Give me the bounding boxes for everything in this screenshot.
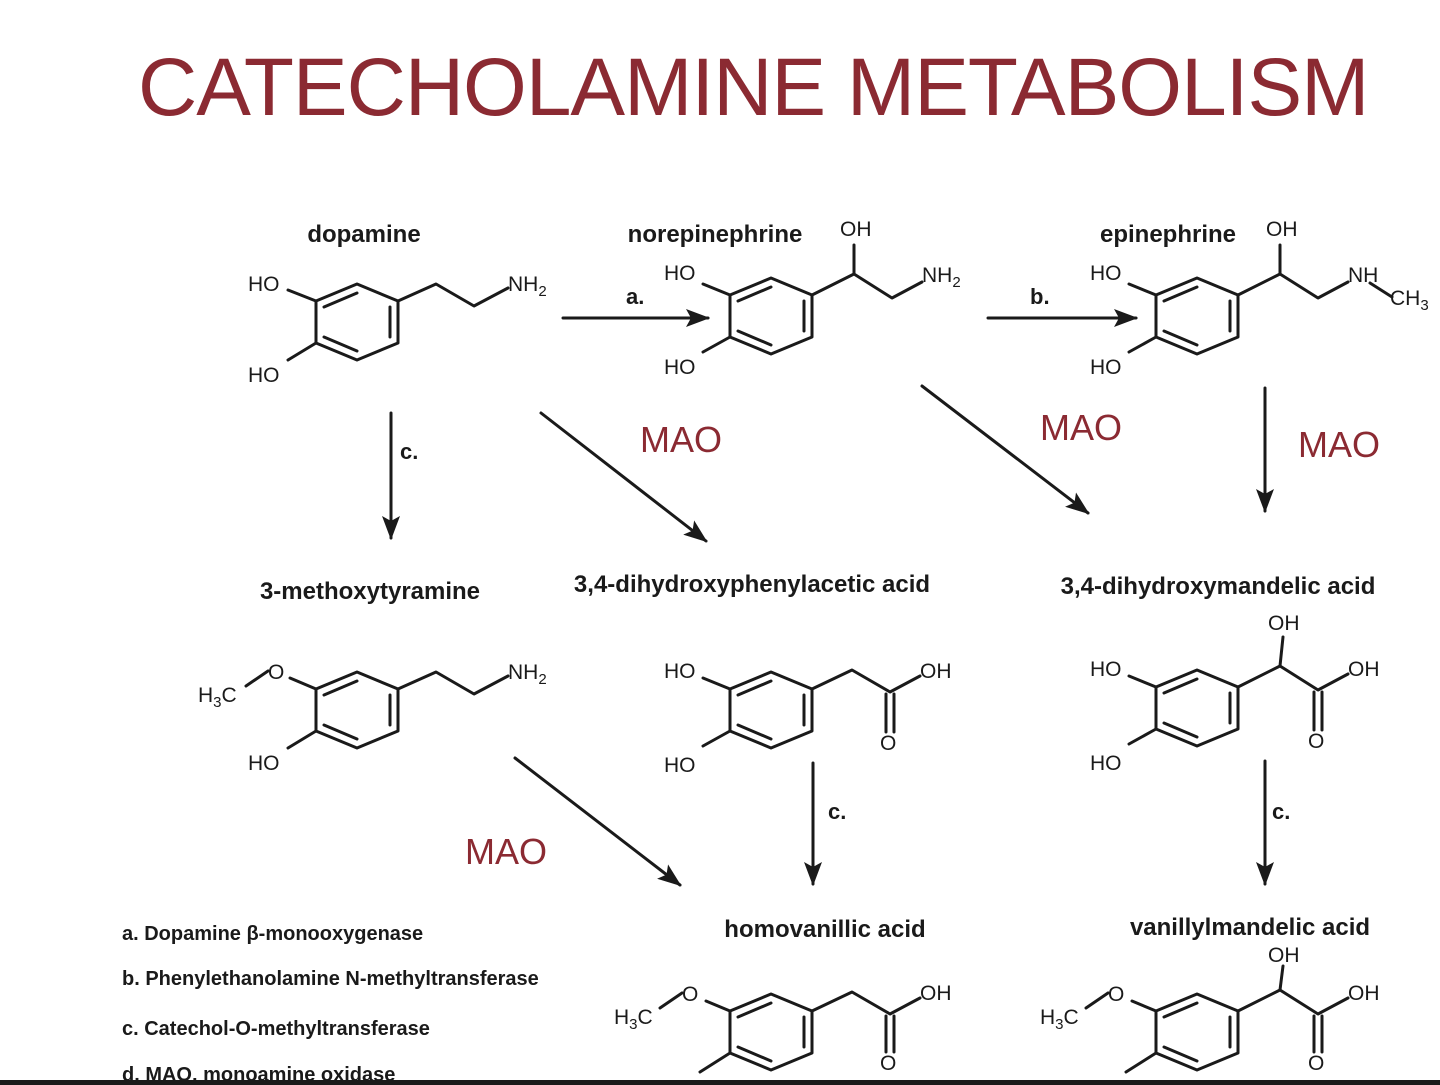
- atom-label: OH: [1348, 658, 1380, 681]
- compound-name-vanillylmandelic-acid: vanillylmandelic acid: [1130, 914, 1370, 941]
- arrow-dopamine-to-dopac: [539, 411, 708, 543]
- mao-label: MAO: [640, 419, 722, 460]
- legend-item-c: c. Catechol-O-methyltransferase: [122, 1018, 430, 1040]
- atom-label: HO: [1090, 658, 1122, 681]
- atom-label: OH: [1268, 612, 1300, 635]
- reaction-label-c: c.: [400, 439, 418, 464]
- atom-label: OH: [1348, 982, 1380, 1005]
- reaction-label-c: c.: [828, 799, 846, 824]
- arrow-norepinephrine-to-dhma: [920, 384, 1090, 515]
- reaction-label-b: b.: [1030, 284, 1050, 309]
- atom-label: HO: [248, 273, 280, 296]
- atom-label: NH: [1348, 264, 1378, 287]
- compound-name-epinephrine: epinephrine: [1100, 221, 1236, 248]
- bottom-border: [0, 1080, 1440, 1085]
- atom-label: OH: [920, 982, 952, 1005]
- mao-label: MAO: [1298, 424, 1380, 465]
- compound-name-3-methoxytyramine: 3-methoxytyramine: [260, 578, 480, 605]
- atom-label: O: [880, 1052, 896, 1075]
- atom-label: H3C: [198, 684, 237, 711]
- atom-label: H3C: [614, 1006, 653, 1033]
- slide-title: CATECHOLAMINE METABOLISM: [138, 42, 1369, 133]
- atom-label: O: [1308, 730, 1324, 753]
- atom-label: NH2: [508, 661, 547, 688]
- compound-name-dhma: 3,4-dihydroxymandelic acid: [1061, 573, 1376, 600]
- legend-item-b: b. Phenylethanolamine N-methyltransferas…: [122, 968, 539, 990]
- compound-name-homovanillic-acid: homovanillic acid: [724, 916, 925, 943]
- atom-label: HO: [1090, 752, 1122, 775]
- atom-label: HO: [664, 754, 696, 777]
- atom-label: HO: [664, 660, 696, 683]
- structure-epinephrine: [1127, 243, 1394, 356]
- compound-name-norepinephrine: norepinephrine: [628, 221, 803, 248]
- reaction-label-c: c.: [1272, 799, 1290, 824]
- compound-name-dopamine: dopamine: [307, 221, 420, 248]
- atom-label: CH3: [1390, 287, 1429, 314]
- atom-label: HO: [248, 364, 280, 387]
- atom-label: HO: [664, 262, 696, 285]
- atom-label: O: [1308, 1052, 1324, 1075]
- reaction-label-a: a.: [626, 284, 644, 309]
- atom-label: HO: [1090, 356, 1122, 379]
- atom-label: O: [268, 661, 284, 684]
- atom-label: O: [1108, 983, 1124, 1006]
- legend-item-a: a. Dopamine β-monooxygenase: [122, 923, 423, 945]
- atom-label: NH2: [508, 273, 547, 300]
- atom-label: OH: [1266, 218, 1298, 241]
- structure-norepinephrine: [701, 243, 924, 356]
- atom-label: OH: [840, 218, 872, 241]
- enzyme-legend: a. Dopamine β-monooxygenase b. Phenyleth…: [122, 923, 539, 1085]
- compound-name-dopac: 3,4-dihydroxyphenylacetic acid: [574, 571, 930, 598]
- mao-label: MAO: [465, 831, 547, 872]
- structure-homovanillic-acid: [658, 990, 922, 1074]
- atom-label: O: [682, 983, 698, 1006]
- atom-label: HO: [1090, 262, 1122, 285]
- arrow-3-methoxytyramine-to-hva: [513, 756, 682, 887]
- legend-item-d: d. MAO, monoamine oxidase: [122, 1064, 395, 1085]
- atom-label: H3C: [1040, 1006, 1079, 1033]
- atom-label: HO: [664, 356, 696, 379]
- atom-label: OH: [920, 660, 952, 683]
- atom-label: OH: [1268, 944, 1300, 967]
- structure-dopamine: [286, 282, 510, 362]
- structure-dopac: [701, 668, 922, 750]
- structure-3-methoxytyramine: [244, 669, 510, 750]
- structure-vanillylmandelic-acid: [1084, 964, 1350, 1074]
- structure-dhma: [1127, 635, 1350, 748]
- mao-label: MAO: [1040, 407, 1122, 448]
- atom-label: O: [880, 732, 896, 755]
- atom-label: NH2: [922, 264, 961, 291]
- atom-label: HO: [248, 752, 280, 775]
